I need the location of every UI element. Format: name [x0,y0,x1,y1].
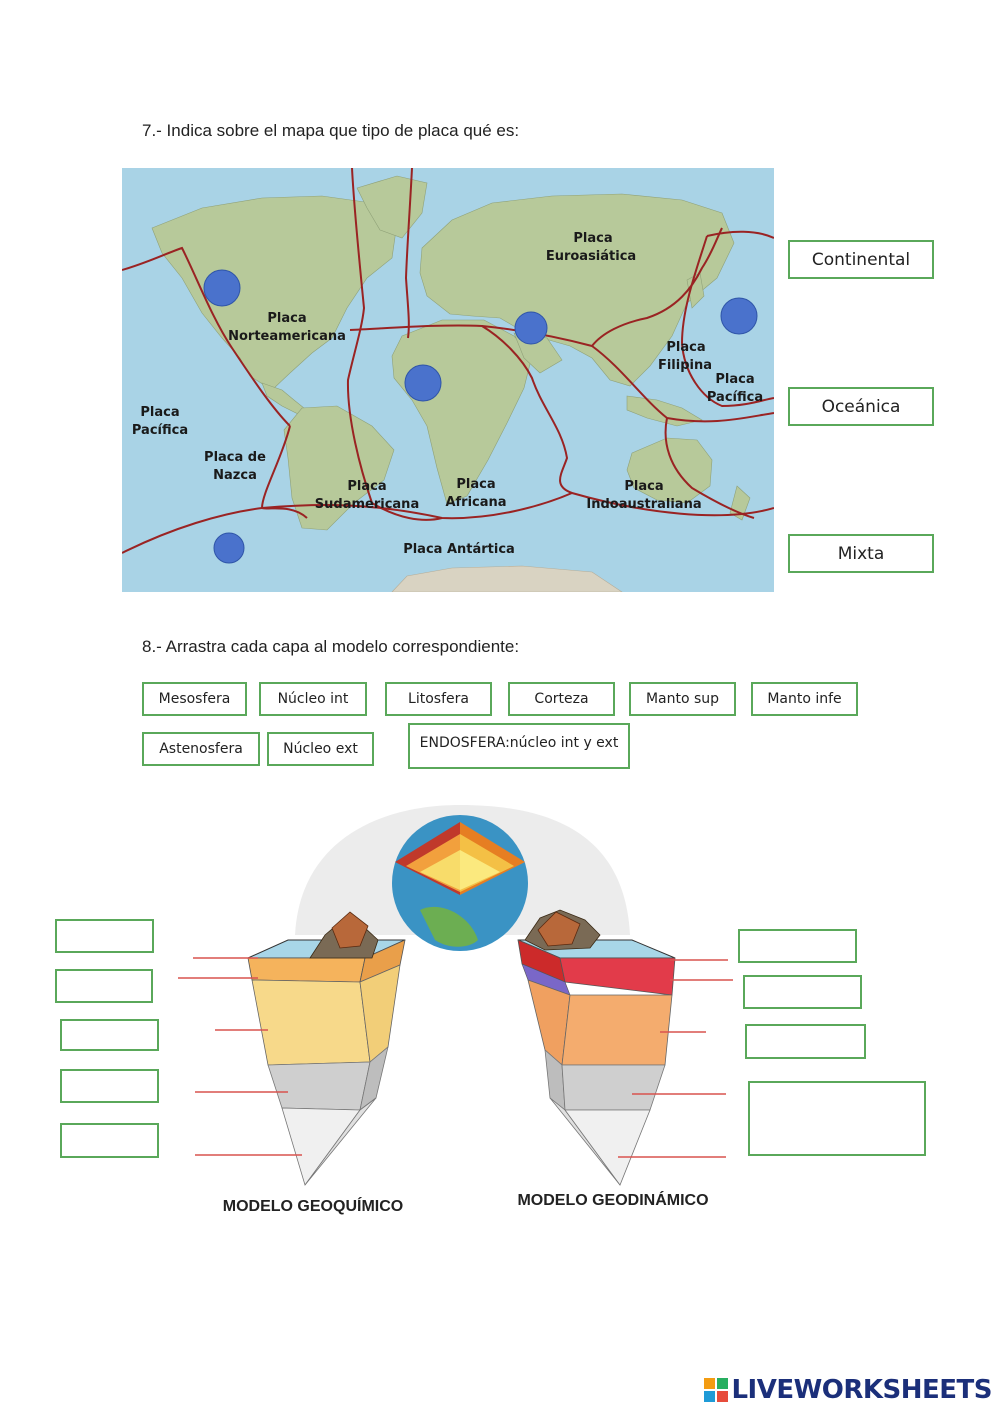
option-oceanica[interactable]: Oceánica [788,387,934,426]
drop-zone-geoquimico-5[interactable] [60,1123,159,1158]
geochemical-wedge [247,911,406,1186]
label-euroasiatica-line2: Euroasiática [546,249,636,264]
drop-zone-geodinamico-1[interactable] [738,929,857,963]
model-geoquimico-title: MODELO GEOQUÍMICO [223,1196,403,1215]
south-america-landmass [283,405,395,531]
question-8-title: 8.- Arrastra cada capa al modelo corresp… [142,637,520,656]
drop-zone-geodinamico-3[interactable] [745,1024,866,1059]
world-plates-map: Placa Euroasiática Placa Norteamericana … [122,168,774,592]
liveworksheets-logo-icon [704,1378,729,1402]
earth-globe-icon [392,815,528,951]
layer-corteza[interactable]: Corteza [508,682,615,716]
drop-zone-geodinamico-4[interactable] [748,1081,926,1156]
label-pacifica-east-line1: Placa [715,372,754,387]
southeast-asia-islands [626,395,703,427]
drop-zone-geoquimico-2[interactable] [55,969,153,1003]
layer-endosfera[interactable]: ENDOSFERA:núcleo int y ext [408,723,630,769]
label-nazca-line1: Placa de [204,450,266,465]
option-mixta[interactable]: Mixta [788,534,934,573]
layer-mesosfera[interactable]: Mesosfera [142,682,247,716]
layer-nucleo-int[interactable]: Núcleo int [259,682,367,716]
model-geodinamico-title: MODELO GEODINÁMICO [517,1190,708,1209]
label-norteamericana-line2: Norteamericana [228,329,346,344]
layer-litosfera[interactable]: Litosfera [385,682,492,716]
geodynamic-wedge [517,909,676,1186]
north-america-landmass [151,195,398,391]
plate-boundaries [122,168,774,554]
liveworksheets-wordmark: LIVEWORKSHEETS [731,1375,992,1405]
label-antartica: Placa Antártica [403,542,515,557]
label-euroasiatica-line1: Placa [573,231,612,246]
layer-manto-sup[interactable]: Manto sup [629,682,736,716]
layer-nucleo-ext[interactable]: Núcleo ext [267,732,374,766]
drop-zone-geoquimico-1[interactable] [55,919,154,953]
label-sudamericana-line2: Sudamericana [315,497,419,512]
label-indoaustraliana-line1: Placa [624,479,663,494]
drop-zone-geoquimico-4[interactable] [60,1069,159,1103]
plate-marker-africa[interactable] [404,364,442,402]
liveworksheets-logo: LIVEWORKSHEETS [703,1375,992,1405]
label-sudamericana-line1: Placa [347,479,386,494]
option-continental[interactable]: Continental [788,240,934,279]
label-pacifica-east-line2: Pacífica [707,390,763,405]
plate-marker-north-america[interactable] [203,269,241,307]
plate-marker-pacific-south[interactable] [213,532,245,564]
antarctica-landmass [391,565,623,592]
label-filipina-line1: Placa [666,340,705,355]
label-pacifica-west-line1: Placa [140,405,179,420]
label-indoaustraliana-line2: Indoaustraliana [586,497,701,512]
japan-landmass [686,272,705,309]
plate-marker-pacific-east[interactable] [720,297,758,335]
drop-zone-geoquimico-3[interactable] [60,1019,159,1051]
label-africana-line2: Africana [445,495,506,510]
layer-manto-infe[interactable]: Manto infe [751,682,858,716]
label-norteamericana-line1: Placa [267,311,306,326]
earth-layers-illustration: MODELO GEOQUÍMICO MODELO GEODINÁMICO [178,805,733,1215]
plate-marker-eurasia[interactable] [514,311,548,345]
drop-zone-geodinamico-2[interactable] [743,975,862,1009]
label-pacifica-west-line2: Pacífica [132,423,188,438]
label-africana-line1: Placa [456,477,495,492]
label-filipina-line2: Filipina [658,358,712,373]
eurasia-landmass [419,193,735,387]
layer-astenosfera[interactable]: Astenosfera [142,732,260,766]
question-7-title: 7.- Indica sobre el mapa que tipo de pla… [142,121,520,140]
label-nazca-line2: Nazca [213,468,257,483]
